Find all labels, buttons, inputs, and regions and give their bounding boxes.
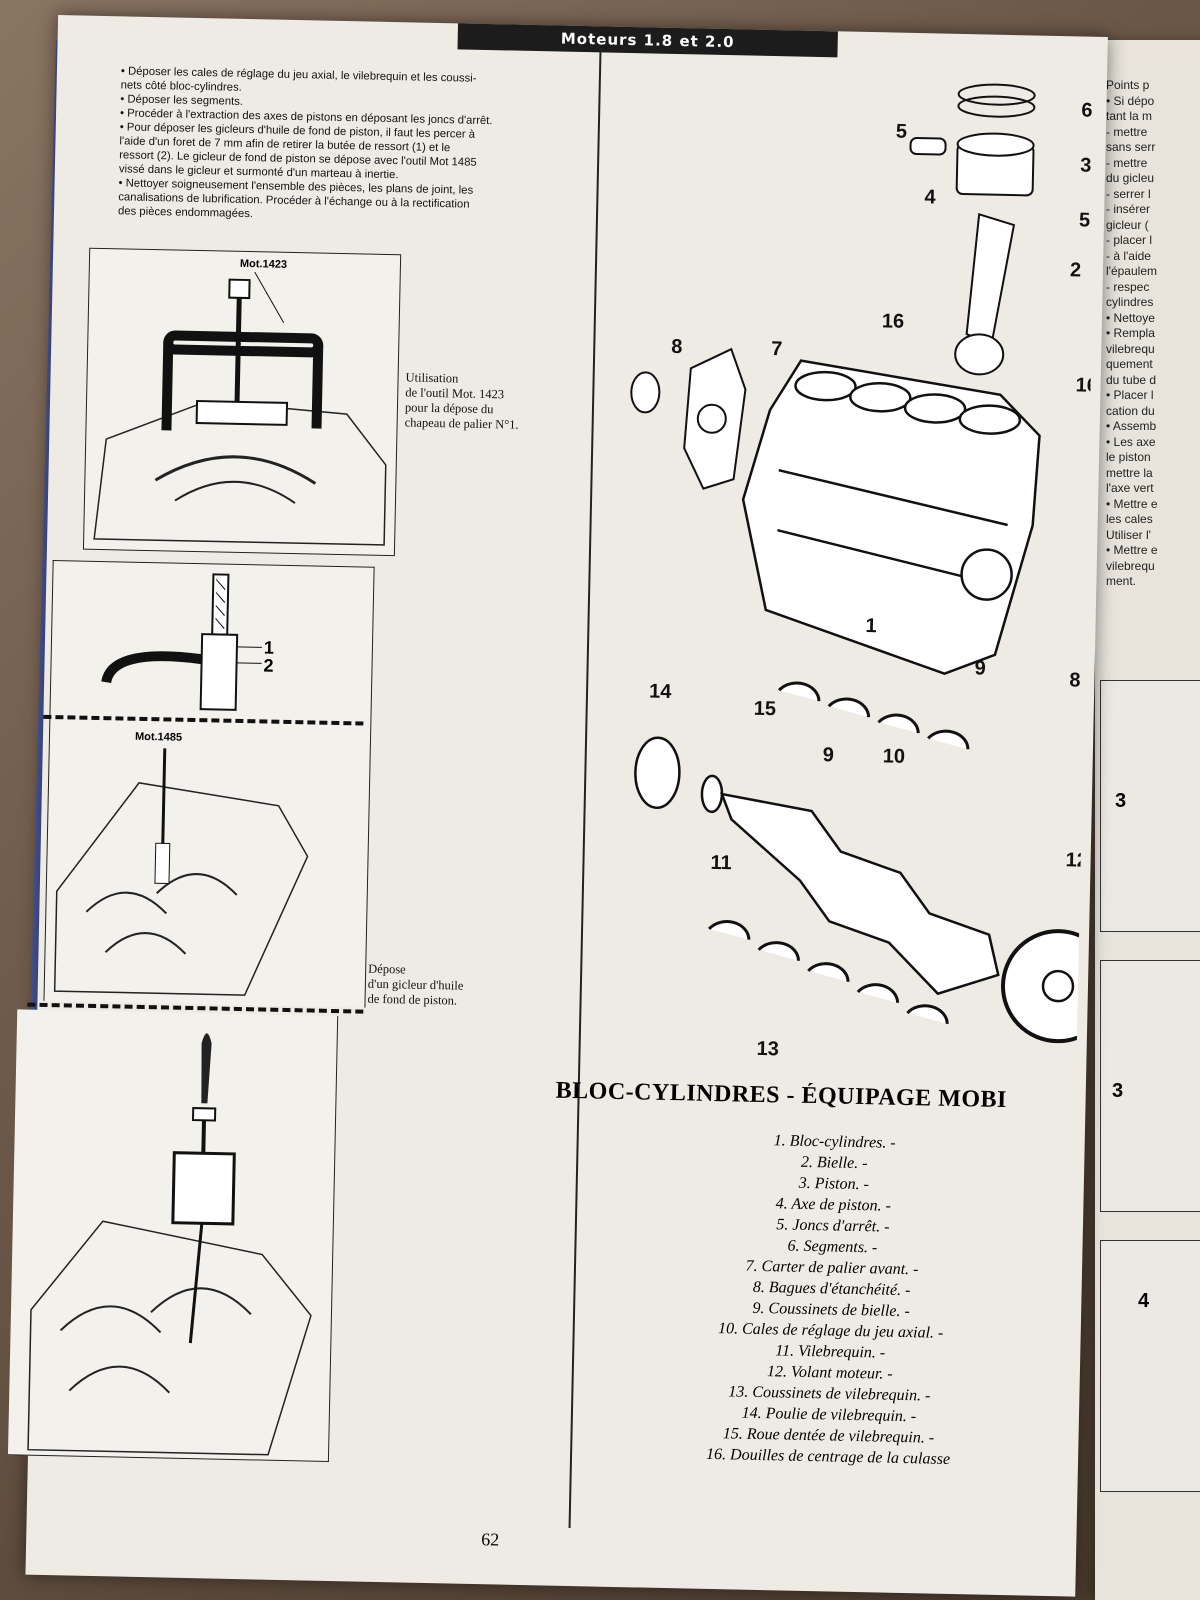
manual-page: Moteurs 1.8 et 2.0 • Déposer les cales d…	[7, 15, 1108, 1597]
crankshaft	[634, 736, 1098, 1044]
right-page-line: du tube d	[1106, 372, 1157, 387]
callout-label: 4	[924, 186, 936, 208]
right-page-line: vilebrequ	[1106, 341, 1155, 356]
right-page-line: sans serr	[1106, 140, 1156, 154]
main-bearings	[708, 920, 949, 1024]
callout-label: 15	[754, 698, 777, 720]
figure-gicleur-group: 1 2 Mot.1485	[43, 560, 375, 1008]
tool-label: Mot.1423	[239, 257, 288, 271]
figure-caption: Utilisation de l'outil Mot. 1423 pour la…	[404, 370, 519, 432]
right-page-figure-2	[1100, 960, 1200, 1212]
right-page-line: - mettre	[1106, 155, 1148, 170]
right-page-line: Points p	[1106, 78, 1150, 92]
figure-caption: Dépose d'un gicleur d'huile de fond de p…	[367, 962, 463, 1009]
right-page-line: ment.	[1106, 574, 1137, 588]
tool-label: Mot.1485	[134, 730, 183, 744]
figure-inertia-hammer	[7, 1009, 339, 1462]
caption-line: chapeau de palier N°1.	[404, 415, 519, 432]
block-jet-illustration	[53, 748, 309, 996]
callout-label: 11	[710, 852, 732, 874]
callout-label: 12	[1065, 849, 1088, 871]
right-page-line: • Mettre e	[1106, 496, 1158, 511]
callout-label: 5	[1079, 209, 1091, 231]
caption-line: de fond de piston.	[367, 991, 458, 1008]
callout-label: 16	[1075, 374, 1097, 396]
right-page-line: - respec	[1106, 279, 1150, 294]
callout-label: 9	[823, 744, 835, 766]
drill-jet-illustration: 1 2	[101, 573, 274, 711]
callout-label: 13	[756, 1038, 779, 1060]
right-page-line: - placer l	[1106, 233, 1153, 247]
right-page-line: gicleur (	[1106, 217, 1149, 232]
inertia-hammer-illustration	[27, 1033, 312, 1456]
right-page-line: • Assemb	[1106, 419, 1157, 433]
callout-label: 16	[882, 310, 905, 332]
right-page-line: tant la m	[1106, 109, 1153, 123]
callout-label: 6	[1081, 99, 1093, 121]
instruction-list: • Déposer les cales de réglage du jeu ax…	[118, 64, 591, 228]
right-page-line: vilebrequ	[1106, 558, 1155, 573]
right-page-line: - insérer	[1106, 202, 1151, 216]
right-page-line: le piston	[1106, 450, 1151, 464]
callout-label: 10	[883, 745, 906, 767]
callout-label: 8	[671, 336, 683, 358]
right-page-line: • Les axe	[1106, 434, 1156, 449]
callout-label: 9	[974, 657, 986, 679]
right-page-line: • Si dépo	[1106, 93, 1155, 108]
label-2: 2	[263, 655, 273, 675]
right-page-figure-3	[1100, 1240, 1200, 1492]
right-page-line: - serrer l	[1106, 186, 1151, 201]
right-page-line: quement	[1106, 357, 1153, 371]
right-page-number-label: 4	[1138, 1290, 1150, 1312]
page-number: 62	[481, 1529, 500, 1550]
right-page-line: • Mettre e	[1106, 543, 1158, 557]
right-page-line: les cales	[1106, 512, 1153, 526]
callout-label: 1	[865, 615, 877, 637]
right-page-line: du gicleu	[1106, 171, 1155, 185]
right-page-line: l'épaulem	[1106, 264, 1157, 278]
callout-label: 5	[896, 121, 908, 143]
front-bearing-housing	[630, 347, 747, 490]
right-page-line: • Placer l	[1106, 388, 1154, 402]
right-page-line: l'axe vert	[1106, 481, 1154, 495]
bearing-cap-illustration	[93, 271, 387, 546]
right-page-figure-1	[1100, 680, 1200, 932]
right-page-line: - mettre	[1106, 124, 1148, 139]
cylinder-block	[741, 359, 1041, 676]
right-page-line: • Nettoye	[1106, 310, 1155, 325]
right-page-line: cylindres	[1106, 295, 1154, 309]
right-page-number-label: 3	[1115, 790, 1127, 812]
right-page-line: cation du	[1106, 403, 1155, 418]
callout-label: 2	[1070, 259, 1082, 281]
piston-assembly	[909, 83, 1036, 376]
right-page-line: - à l'aide	[1106, 248, 1151, 263]
parts-legend: 1. Bloc-cylindres. -2. Bielle. -3. Pisto…	[628, 1127, 1035, 1471]
label-1: 1	[264, 637, 274, 657]
right-page-line: • Rempla	[1106, 326, 1155, 340]
right-page-line: Utiliser l'	[1106, 527, 1151, 542]
right-page-line: mettre la	[1106, 465, 1153, 480]
callout-label: 8	[1069, 669, 1081, 691]
callout-label: 3	[1080, 154, 1092, 176]
connecting-rod-bearings	[778, 681, 970, 750]
callout-label: 7	[771, 338, 783, 360]
figure-mot1423: Mot.1423	[82, 247, 402, 557]
right-page-number-label: 3	[1112, 1080, 1124, 1102]
callout-label: 14	[649, 681, 673, 703]
